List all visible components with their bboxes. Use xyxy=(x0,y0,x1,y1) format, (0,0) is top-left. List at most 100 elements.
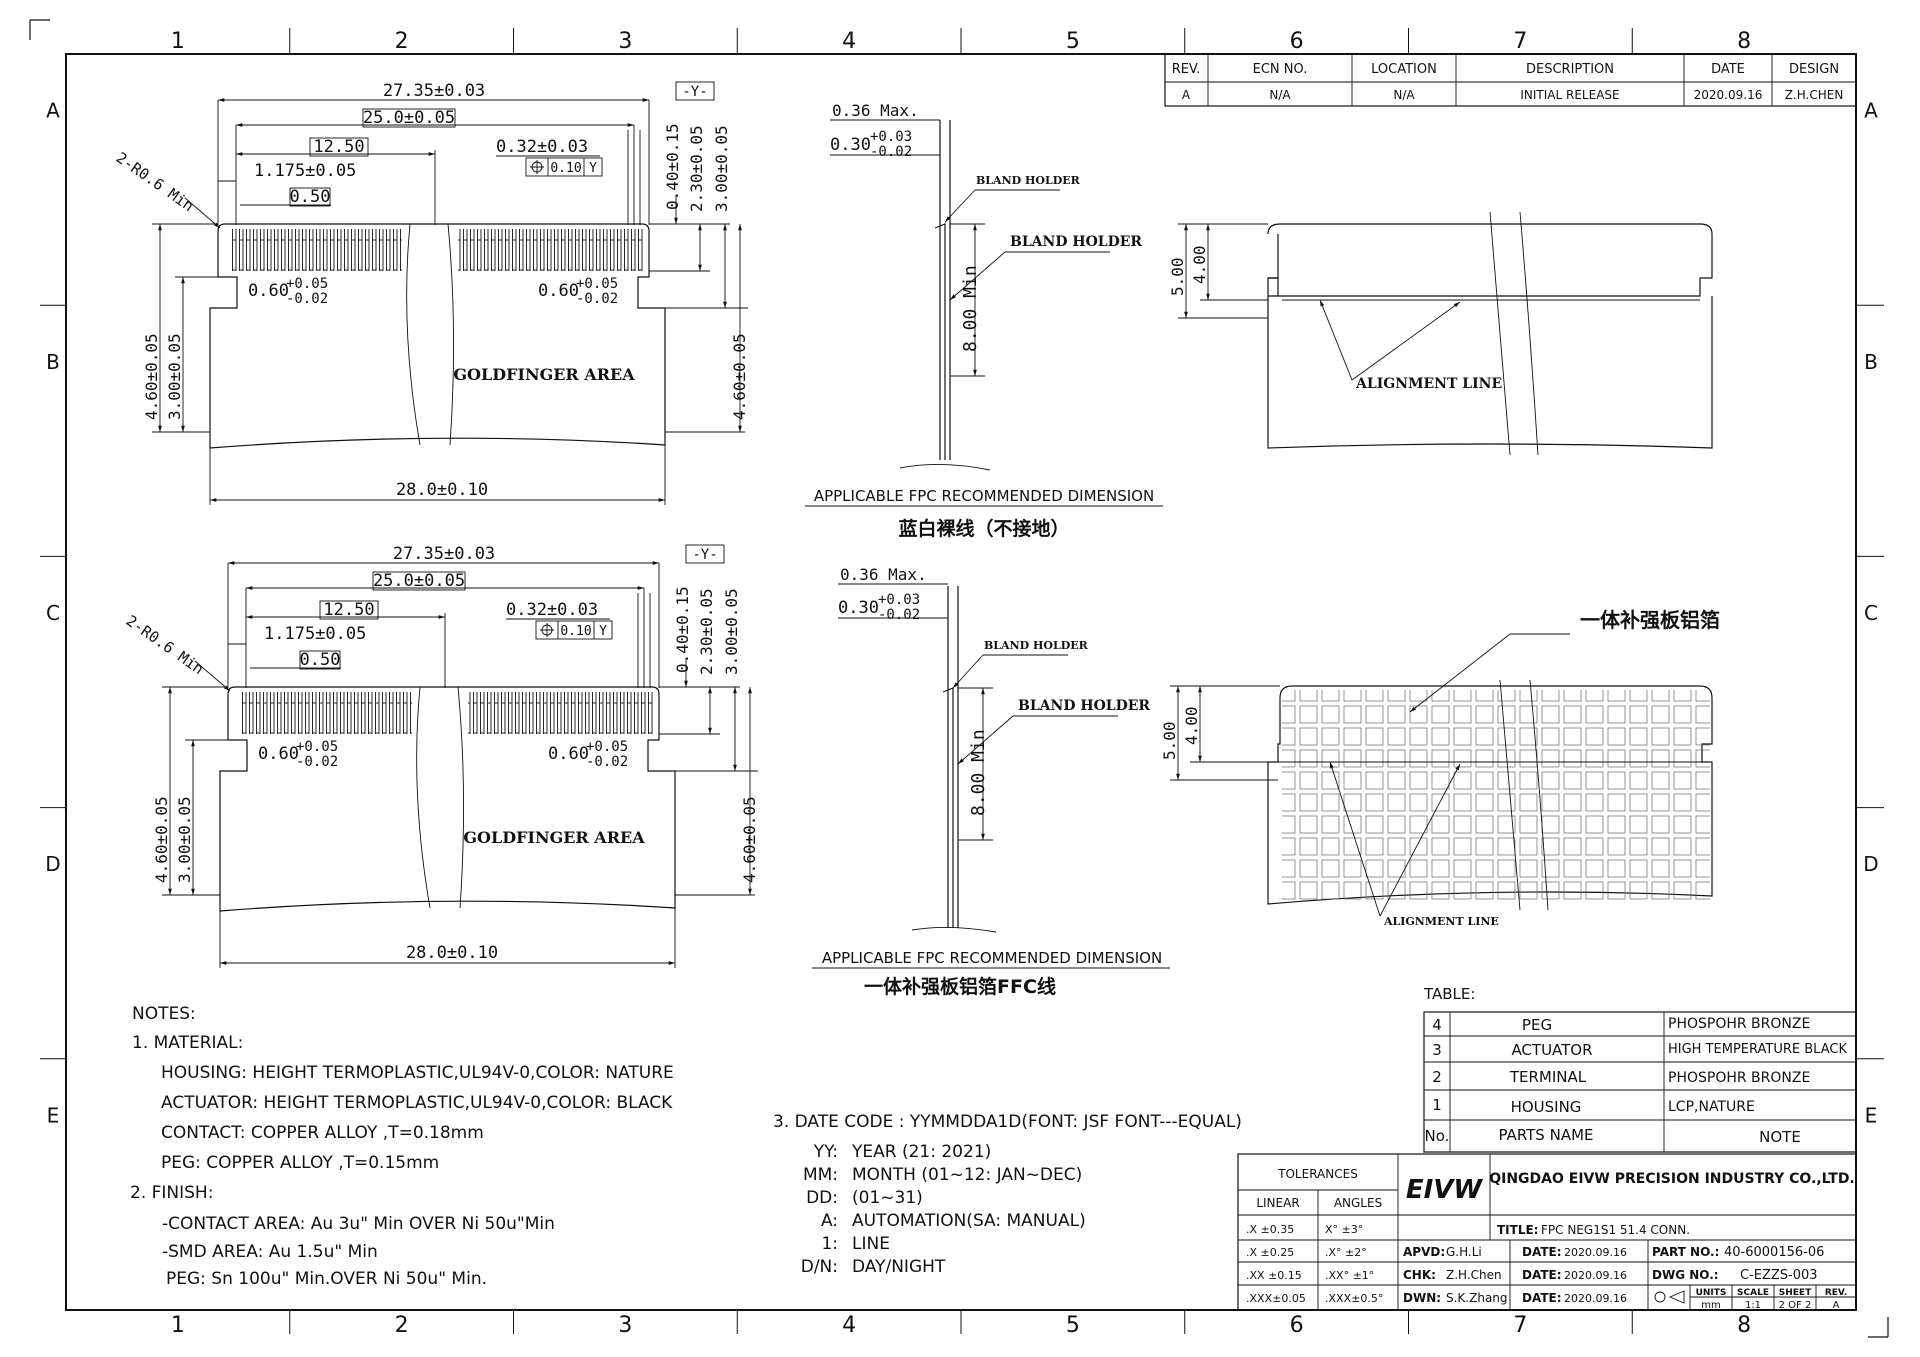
dim-left2-bottom: 3.00±0.05 xyxy=(175,796,194,883)
pos-datum-top: Y xyxy=(589,161,597,176)
notch-left-up-top: +0.05 xyxy=(286,276,328,292)
corner-mark-br xyxy=(1868,1317,1889,1338)
angles-header: ANGLES xyxy=(1334,1196,1382,1210)
dim-half-top: 12.50 xyxy=(313,137,364,157)
gold-fingers-left xyxy=(232,229,402,271)
notes-line-7: -CONTACT AREA: Au 3u" Min OVER Ni 50u"Mi… xyxy=(162,1214,555,1234)
zone-col-label-top: 1 xyxy=(171,29,185,54)
notch-right-up-bottom: +0.05 xyxy=(586,739,628,755)
corner-mark-tl xyxy=(29,19,50,40)
iso-label-bottom: ALIGNMENT LINE xyxy=(1383,915,1499,928)
holder1-top: BLAND HOLDER xyxy=(976,174,1081,187)
notes-block: NOTES: 1. MATERIAL: HOUSING: HEIGHT TERM… xyxy=(130,1004,674,1289)
dim-pitch-top: 0.50 xyxy=(290,187,331,207)
datum-y-bottom: -Y- xyxy=(692,547,717,563)
dim-pitch-total-bottom: 25.0±0.05 xyxy=(373,571,465,591)
iso-inner-bottom: 4.00 xyxy=(1182,706,1201,745)
units-value: mm xyxy=(1701,1300,1720,1311)
dim-left1-top: 4.60±0.05 xyxy=(142,333,161,420)
date-label-3: DATE: xyxy=(1522,1291,1562,1305)
date-code-val-3: AUTOMATION(SA: MANUAL) xyxy=(852,1211,1086,1231)
zone-row-label-right: B xyxy=(1864,350,1878,374)
dim-overall-top: 27.35±0.03 xyxy=(383,81,485,101)
part-no-1: 1 xyxy=(1432,1096,1442,1114)
scale-value: 1:1 xyxy=(1745,1300,1761,1311)
zone-col-label-bottom: 8 xyxy=(1737,1313,1751,1338)
lin-3: .XXX±0.05 xyxy=(1246,1292,1306,1305)
dim-finger-top: 0.32±0.03 xyxy=(496,137,588,157)
side-view-bottom: 0.36 Max. 0.30 +0.03 -0.02 BLAND HOLDER … xyxy=(812,565,1170,998)
date-code-key-1: MM: xyxy=(803,1165,838,1185)
linear-header: LINEAR xyxy=(1256,1196,1299,1210)
date-label-2: DATE: xyxy=(1522,1268,1562,1282)
dim-overall-bottom: 27.35±0.03 xyxy=(393,544,495,564)
dwg-no-value: C-EZZS-003 xyxy=(1740,1268,1818,1283)
notes-line-6: 2. FINISH: xyxy=(130,1183,213,1203)
date-value-2: 2020.09.16 xyxy=(1564,1269,1627,1282)
pos-tol-bottom: 0.10 xyxy=(560,624,591,639)
side-thk-up-bottom: +0.03 xyxy=(878,592,920,608)
ang-1: .X° ±2° xyxy=(1325,1246,1367,1259)
zone-row-label-right: D xyxy=(1863,852,1878,876)
zone-col-label-bottom: 1 xyxy=(171,1313,185,1338)
front-view-top: 27.35±0.03 -Y- 25.0±0.05 12.50 1.175±0.0… xyxy=(113,81,749,505)
date-code-key-4: 1: xyxy=(821,1234,838,1254)
zone-col-label-top: 3 xyxy=(618,29,632,54)
date-code-val-4: LINE xyxy=(852,1234,890,1254)
goldfinger-label-top: GOLDFINGER AREA xyxy=(453,365,635,384)
part-no-4: 4 xyxy=(1432,1016,1442,1034)
lin-0: .X ±0.35 xyxy=(1246,1223,1294,1236)
dim-first-bottom: 1.175±0.05 xyxy=(264,624,366,644)
title-label: TITLE: xyxy=(1497,1223,1538,1237)
notch-right-up-top: +0.05 xyxy=(576,276,618,292)
date-code-title: 3. DATE CODE : YYMMDDA1D(FONT: JSF FONT-… xyxy=(773,1112,1242,1132)
side-thk-up-top: +0.03 xyxy=(870,129,912,145)
notes-line-1: 1. MATERIAL: xyxy=(132,1033,243,1053)
part-no-3: 3 xyxy=(1432,1041,1442,1059)
notes-line-9: PEG: Sn 100u" Min.OVER Ni 50u" Min. xyxy=(166,1269,487,1289)
rev-value-ecn: N/A xyxy=(1269,88,1291,102)
date-code-val-5: DAY/NIGHT xyxy=(852,1257,946,1277)
dim-pitch-bottom: 0.50 xyxy=(300,650,341,670)
dim-vert3-bottom: 3.00±0.05 xyxy=(722,588,741,675)
iso-label-top: ALIGNMENT LINE xyxy=(1355,376,1502,392)
rev-value-description: INITIAL RELEASE xyxy=(1520,88,1619,102)
dim-vert3-top: 3.00±0.05 xyxy=(712,125,731,212)
holder2-bottom: BLAND HOLDER xyxy=(1018,698,1150,714)
side-thk-dn-top: -0.02 xyxy=(870,144,912,160)
date-label-1: DATE: xyxy=(1522,1245,1562,1259)
break-lines xyxy=(406,223,454,446)
side-thk-top: 0.30 xyxy=(830,135,871,155)
part-note-3: HIGH TEMPERATURE BLACK xyxy=(1668,1042,1847,1057)
dim-vert1-top: 0.40±0.15 xyxy=(663,123,682,210)
ang-3: .XXX±0.5° xyxy=(1325,1292,1383,1305)
ang-2: .XX° ±1° xyxy=(1325,1269,1374,1282)
date-code-key-2: DD: xyxy=(806,1188,838,1208)
dim-half-bottom: 12.50 xyxy=(323,600,374,620)
rev-value-design: Z.H.CHEN xyxy=(1785,88,1844,102)
dim-width-top: 28.0±0.10 xyxy=(396,480,488,500)
rev-header-rev: REV. xyxy=(1172,62,1201,77)
holder2-top: BLAND HOLDER xyxy=(1010,234,1142,250)
iso-inner-top: 4.00 xyxy=(1190,245,1209,284)
dim-right1-top: 4.60±0.05 xyxy=(730,333,749,420)
rev-header-ecn: ECN NO. xyxy=(1253,62,1308,77)
side-max-bottom: 0.36 Max. xyxy=(840,565,927,584)
part-name-1: HOUSING xyxy=(1511,1098,1582,1116)
notes-line-8: -SMD AREA: Au 1.5u" Min xyxy=(162,1242,378,1262)
side-length-bottom: 8.00 Min xyxy=(968,729,989,816)
chk-label: CHK: xyxy=(1403,1268,1436,1282)
part-name-2: TERMINAL xyxy=(1509,1068,1587,1086)
zone-col-label-bottom: 5 xyxy=(1066,1313,1080,1338)
parts-table: TABLE: 4 PEG PHOSPOHR BRONZE 3 ACTUATOR … xyxy=(1423,985,1857,1153)
rev-value-location: N/A xyxy=(1393,88,1415,102)
zone-col-label-top: 8 xyxy=(1737,29,1751,54)
zone-col-label-top: 2 xyxy=(395,29,409,54)
notch-right-bottom: 0.60 xyxy=(548,744,589,764)
date-value-3: 2020.09.16 xyxy=(1564,1292,1627,1305)
dwg-no-label: DWG NO.: xyxy=(1652,1268,1719,1282)
dwn-label: DWN: xyxy=(1403,1291,1441,1305)
parts-header-name: PARTS NAME xyxy=(1498,1126,1593,1144)
date-code-val-0: YEAR (21: 2021) xyxy=(851,1142,991,1162)
holder1-bottom: BLAND HOLDER xyxy=(984,639,1089,652)
